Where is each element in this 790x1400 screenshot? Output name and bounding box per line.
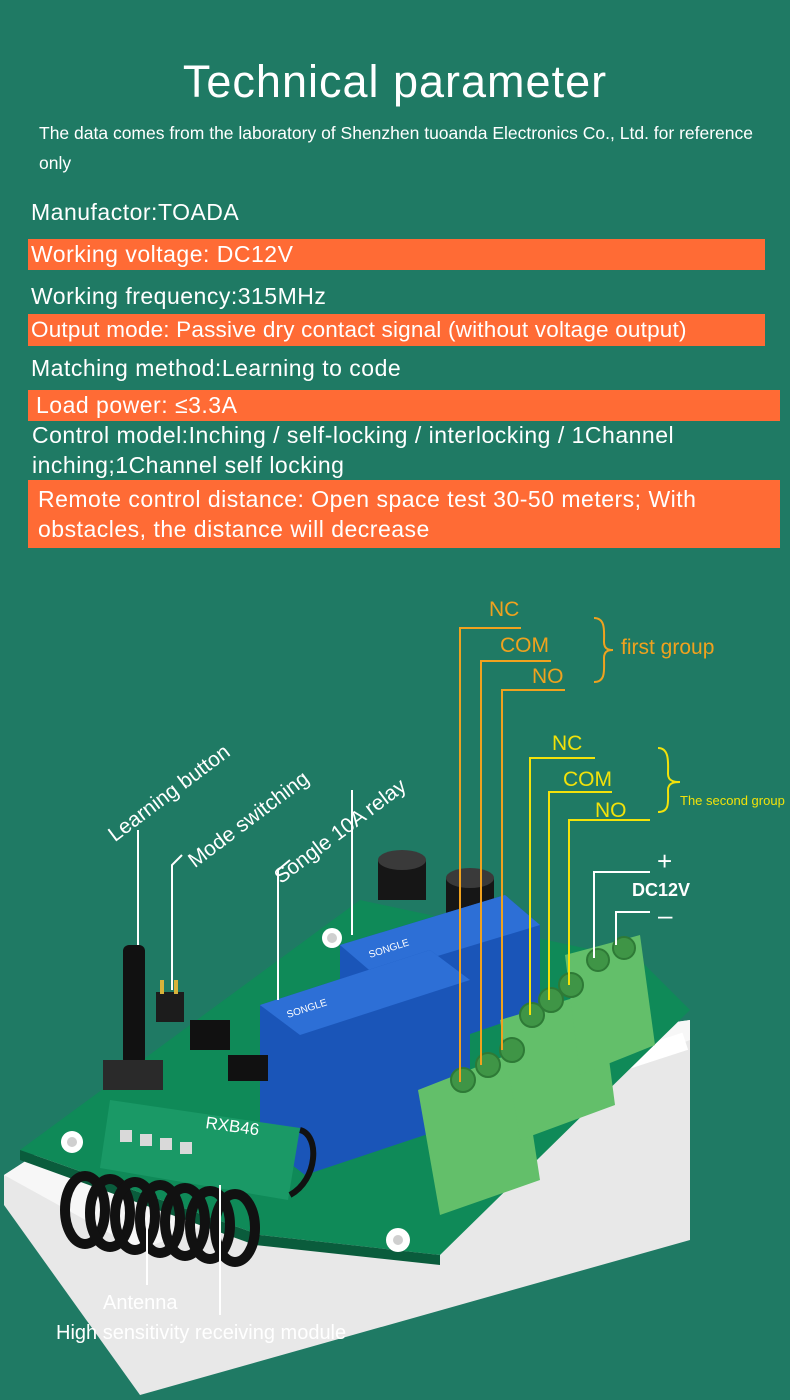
spec-voltage: Working voltage: DC12V bbox=[31, 241, 294, 267]
spec-frequency: Working frequency:315MHz bbox=[31, 283, 327, 309]
label-receiving-module: High sensitivity receiving module bbox=[56, 1322, 347, 1344]
mode-jumper bbox=[156, 992, 184, 1022]
ic-chip bbox=[190, 1020, 230, 1050]
label-no-2: NO bbox=[595, 799, 627, 822]
screw bbox=[586, 948, 610, 972]
learning-button-shaft bbox=[123, 945, 145, 1065]
leader-mode-switching bbox=[171, 854, 183, 990]
highlight-band bbox=[28, 390, 780, 421]
spec-output: Output mode: Passive dry contact signal … bbox=[31, 317, 687, 342]
ic-chip bbox=[228, 1055, 268, 1081]
brace-second-group bbox=[657, 747, 681, 813]
learning-button-base bbox=[103, 1060, 163, 1090]
spec-control: Control model:Inching / self-locking / i… bbox=[32, 422, 675, 478]
label-nc-2: NC bbox=[552, 732, 583, 755]
label-com-1: COM bbox=[500, 634, 549, 657]
leader-com2 bbox=[548, 791, 612, 1000]
terminal-block-3 bbox=[565, 935, 655, 1075]
relay-board-illustration: SONGLE SONGLE RXB46 bbox=[4, 617, 690, 1395]
label-no-1: NO bbox=[532, 665, 564, 688]
highlight-band bbox=[28, 239, 765, 270]
label-power-minus: – bbox=[658, 900, 673, 930]
label-power-plus: + bbox=[657, 846, 673, 876]
leader-nc1 bbox=[459, 627, 521, 1082]
label-power-voltage: DC12V bbox=[632, 880, 691, 900]
receiving-module bbox=[100, 1100, 300, 1200]
leader-no1 bbox=[501, 689, 565, 1050]
page-subtitle: The data comes from the laboratory of Sh… bbox=[39, 123, 754, 173]
pcb-edge bbox=[20, 1150, 440, 1265]
screw bbox=[475, 1052, 501, 1078]
screw bbox=[558, 972, 584, 998]
screw bbox=[519, 1002, 545, 1028]
leader-nc2 bbox=[529, 757, 595, 1015]
brace-first-group bbox=[593, 617, 614, 683]
terminal-block-1 bbox=[418, 1050, 540, 1215]
spec-remote: Remote control distance: Open space test… bbox=[38, 486, 697, 542]
label-second-group: The second group bbox=[680, 793, 785, 808]
leader-com1 bbox=[480, 660, 551, 1065]
screw bbox=[538, 987, 564, 1013]
screw bbox=[450, 1067, 476, 1093]
leader-power-plus bbox=[593, 871, 650, 958]
label-nc-1: NC bbox=[489, 598, 520, 621]
label-com-2: COM bbox=[563, 768, 612, 791]
screw bbox=[612, 936, 636, 960]
page-title: Technical parameter bbox=[182, 56, 608, 107]
leader-no2 bbox=[568, 819, 650, 985]
highlight-band bbox=[28, 314, 765, 346]
label-first-group: first group bbox=[621, 636, 715, 659]
leader-relay bbox=[277, 859, 291, 1000]
spec-manufactor: Manufactor:TOADA bbox=[31, 199, 240, 225]
antenna-coil bbox=[60, 1171, 260, 1267]
spec-matching: Matching method:Learning to code bbox=[31, 355, 402, 381]
label-antenna: Antenna bbox=[103, 1292, 178, 1314]
leader-power-minus bbox=[615, 911, 650, 945]
highlight-band bbox=[28, 480, 780, 548]
spec-load: Load power: ≤3.3A bbox=[36, 392, 238, 418]
screw bbox=[499, 1037, 525, 1063]
